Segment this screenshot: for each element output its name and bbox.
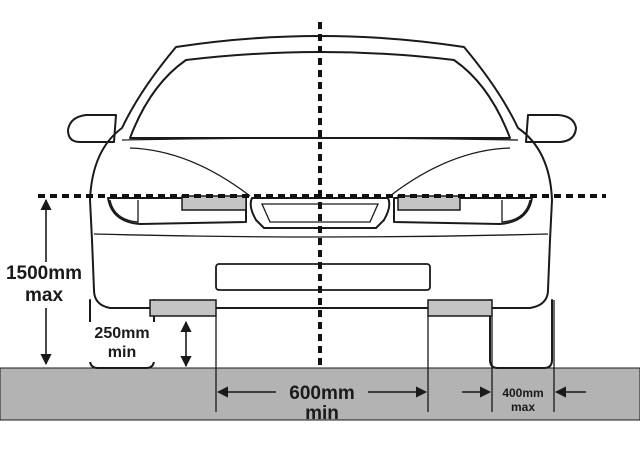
height-min-value: 250mm bbox=[94, 325, 149, 342]
right-wing-mirror bbox=[525, 114, 577, 143]
left-headlamp-housing bbox=[107, 197, 247, 225]
height-max-label-bg bbox=[2, 262, 88, 308]
spacing-min-word: min bbox=[305, 403, 339, 424]
bumper-line bbox=[93, 233, 549, 238]
car-front-view bbox=[67, 35, 577, 369]
bonnet-right-crease bbox=[389, 147, 511, 197]
edge-max-word: max bbox=[511, 400, 535, 414]
right-fog-lamp bbox=[427, 299, 493, 317]
height-max-value: 1500mm bbox=[6, 263, 82, 284]
right-tyre bbox=[489, 299, 553, 369]
left-tyre bbox=[89, 299, 155, 369]
spacing-min-value: 600mm bbox=[289, 383, 355, 404]
left-headlamp bbox=[181, 195, 247, 211]
height-min-label-bg bbox=[88, 322, 156, 362]
grille-inner bbox=[260, 203, 380, 223]
bonnet-line bbox=[121, 137, 519, 141]
height-max-word: max bbox=[25, 285, 63, 306]
left-fog-lamp bbox=[149, 299, 217, 317]
left-indicator bbox=[109, 199, 139, 223]
bonnet-left-crease bbox=[129, 147, 251, 197]
height-min-word: min bbox=[108, 344, 136, 361]
edge-max-value: 400mm bbox=[502, 386, 543, 400]
grille bbox=[249, 197, 391, 229]
right-indicator bbox=[501, 199, 531, 223]
right-headlamp bbox=[397, 195, 461, 211]
left-wing-mirror bbox=[67, 114, 117, 143]
ground bbox=[0, 367, 640, 421]
car-body bbox=[89, 35, 553, 309]
right-headlamp-housing bbox=[393, 197, 533, 225]
windscreen bbox=[129, 51, 511, 139]
lower-intake bbox=[215, 263, 431, 291]
